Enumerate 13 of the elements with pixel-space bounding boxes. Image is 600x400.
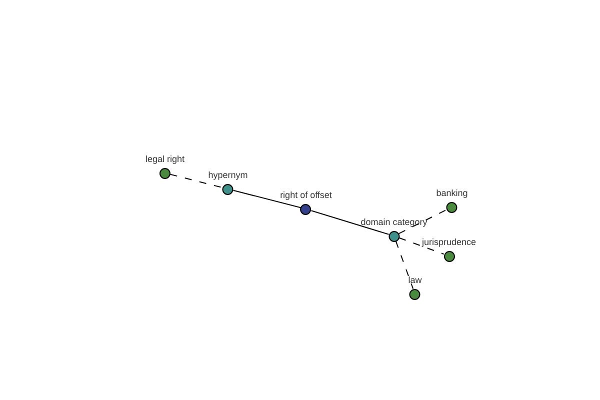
node-label: jurisprudence: [422, 236, 476, 248]
node-label: right of offset: [280, 190, 332, 200]
connector-line: [170, 174, 224, 188]
connector-line: [395, 240, 414, 290]
node-label: legal right: [145, 154, 185, 164]
node-label: law: [408, 274, 422, 286]
connector-line: [232, 190, 302, 208]
node-label: banking: [436, 188, 468, 198]
node-label: domain category: [360, 216, 428, 228]
connector-line: [398, 208, 448, 234]
node-label: hypernym: [208, 170, 248, 180]
connector-line: [398, 237, 444, 255]
connector-line: [310, 210, 390, 235]
